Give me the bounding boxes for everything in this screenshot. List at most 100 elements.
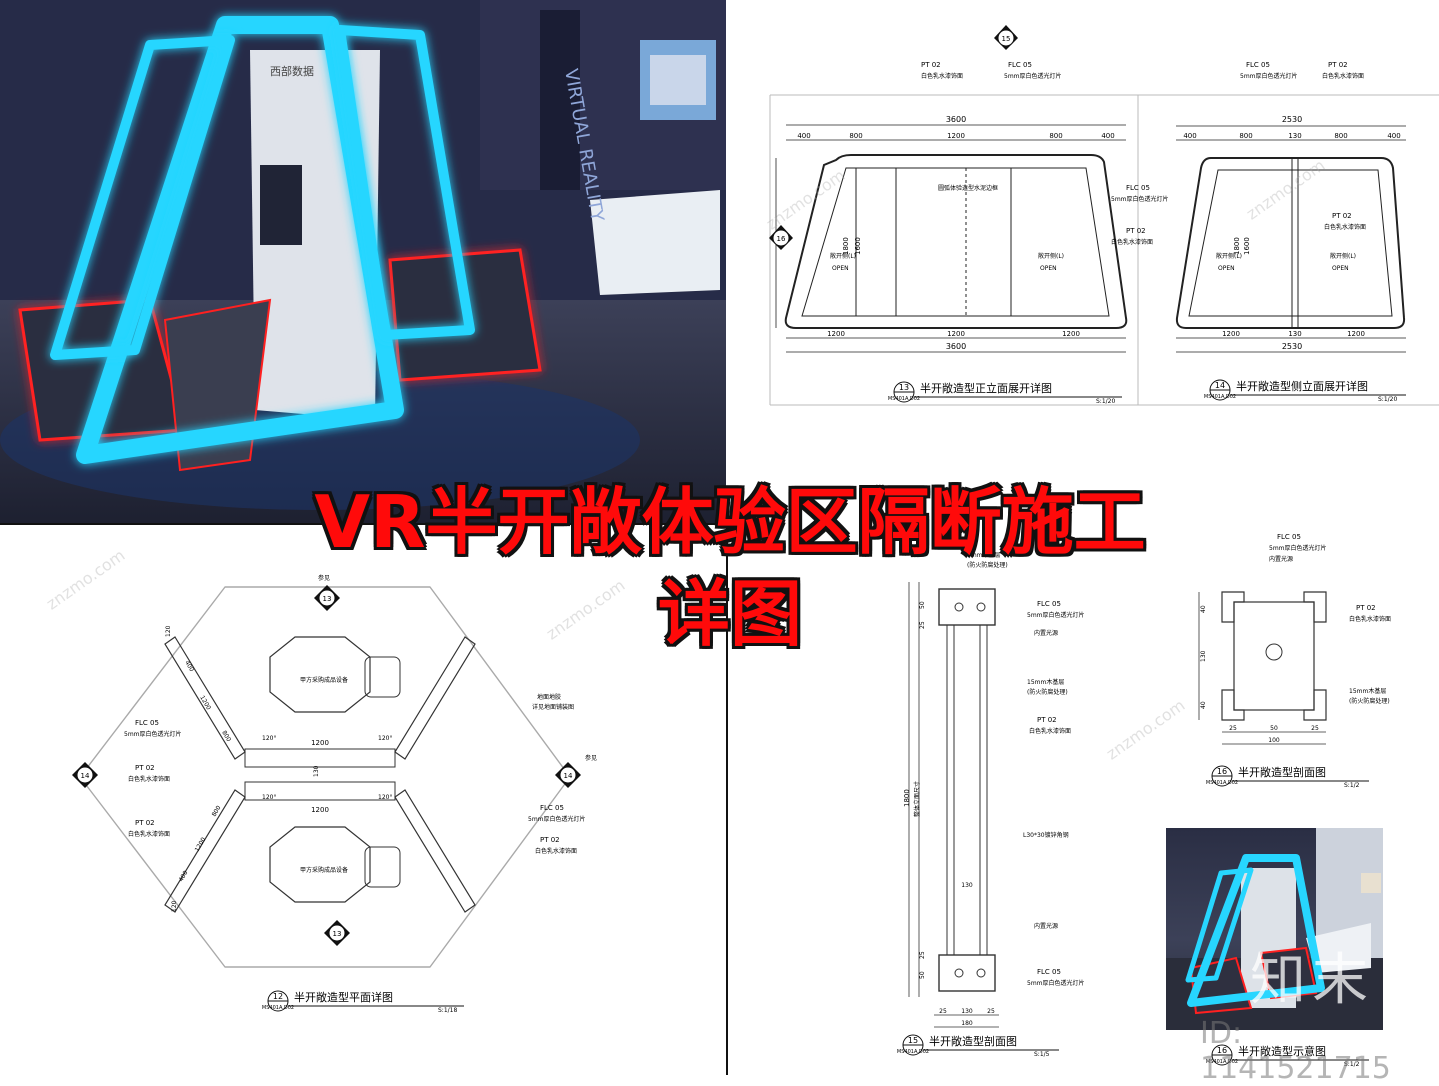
long-width-2: 130: [961, 1008, 973, 1015]
render-main-image: VIRTUAL REALITY 西部数据: [0, 0, 726, 525]
long-title-block: 15 MS401A.D02 半开敞造型剖面图 S:1/5: [897, 1034, 1059, 1058]
side-height: 1800: [1233, 237, 1241, 255]
plan-side-dim-8: 120: [171, 900, 178, 912]
plan-title: 半开敞造型平面详图: [294, 990, 393, 1004]
front-dim-5: 400: [1101, 132, 1114, 140]
watermark-id: ID: 1141521715: [1200, 1016, 1391, 1086]
plan-note-white: 白色乳水漆饰面: [128, 775, 170, 783]
front-center-text: 圆弧体验造型水泥边框: [938, 184, 998, 192]
sheet-elevations: 3600 400 800 1200 800 400 1200 1200 1200…: [726, 0, 1439, 525]
cross-tag-pt: PT 02: [1356, 604, 1376, 612]
long-tag-flc: FLC 05: [1037, 600, 1061, 608]
side-note-white-r: 白色乳水漆饰面: [1324, 223, 1366, 231]
plan-tag-right-num: 14: [564, 772, 573, 780]
cross-note-light: 5mm厚白色透光灯片: [1269, 544, 1327, 552]
front-open-right-word: OPEN: [1040, 265, 1057, 272]
long-dim-bottom-1: 50: [919, 971, 926, 979]
front-dim-4: 800: [1049, 132, 1062, 140]
side-note-light: 5mm厚白色透光灯片: [1240, 72, 1298, 80]
plan-tag-flc: FLC 05: [135, 719, 159, 727]
long-dim-bottom-2: 25: [919, 951, 926, 959]
plan-equipment-label-bottom: 甲方采购成品设备: [300, 866, 348, 874]
front-bdim-2: 1200: [947, 330, 965, 338]
plan-tag-flc-r: FLC 05: [540, 804, 564, 812]
cross-title: 半开敞造型剖面图: [1238, 765, 1326, 779]
long-tag-flc-b: FLC 05: [1037, 968, 1061, 976]
elevation-drawings: 3600 400 800 1200 800 400 1200 1200 1200…: [769, 25, 1439, 406]
plan-tag-top-num: 13: [323, 595, 332, 603]
cross-section: [1198, 591, 1327, 745]
long-note-7: 白色乳水漆饰面: [1029, 727, 1071, 735]
reception-desk: [590, 190, 720, 295]
long-dim-top-2: 25: [919, 621, 926, 629]
long-height-note: 整体立面尺寸: [913, 781, 921, 817]
side-inner-height: 1600: [1243, 237, 1251, 255]
plan-dim-bottom: 1200: [311, 806, 329, 814]
side-dim-4: 800: [1334, 132, 1347, 140]
schematic-title: 半开敞造型示意图: [1238, 1044, 1326, 1058]
thumbnail-scene: [1166, 828, 1383, 1030]
plan-tag-pt2: PT 02: [135, 819, 155, 827]
plan-note-light: 5mm厚白色透光灯片: [124, 730, 182, 738]
front-note-white: 白色乳水漆饰面: [921, 72, 963, 80]
neon-frame-front: [76, 16, 404, 464]
side-title-num: 14: [1215, 381, 1225, 390]
plan-equipment-label-top: 甲方采购成品设备: [300, 676, 348, 684]
plan-equipment-top: [269, 636, 401, 713]
cross-dim-3: 40: [1200, 701, 1207, 709]
side-open-left: 敞开侧(L): [1216, 252, 1242, 260]
long-note-9: 内置光源: [1034, 922, 1058, 930]
long-width-1: 25: [939, 1008, 947, 1015]
vertical-divider: [726, 525, 728, 1075]
front-tag-pt-r: PT 02: [1126, 227, 1146, 235]
long-scale: S:1/5: [1034, 1051, 1050, 1058]
front-open-right: 敞开侧(L): [1038, 252, 1064, 260]
panel-sign: 西部数据: [270, 64, 314, 78]
long-note-2: (防火防腐处理): [967, 561, 1008, 569]
front-side-section-tag: 16: [769, 225, 793, 250]
front-note-light-r: 5mm厚白色透光灯片: [1111, 195, 1169, 203]
plan-angle-2: 120°: [378, 735, 392, 742]
panel-monitor: [260, 165, 302, 245]
side-dim-1: 400: [1183, 132, 1196, 140]
plan-title-num: 12: [273, 992, 283, 1001]
plan-side-dim-4: 800: [220, 730, 232, 744]
side-overall-top: 2530: [1282, 115, 1302, 124]
plan-note-floor2: 详见地面铺装图: [532, 703, 574, 711]
cross-overall: 100: [1268, 737, 1280, 744]
front-dim-1: 400: [797, 132, 810, 140]
cross-note-source: 内置光源: [1269, 555, 1293, 563]
side-bdim-3: 1200: [1347, 330, 1365, 338]
side-bdim-1: 1200: [1222, 330, 1240, 338]
plan-dim-top: 1200: [311, 739, 329, 747]
front-top-tag-num: 15: [1002, 35, 1011, 43]
long-dim-top-1: 50: [919, 601, 926, 609]
section-drawings: 1800 整体立面尺寸 50 25 50 25 25 130 25 180 13…: [897, 533, 1391, 1068]
plan-note-light-r: 5mm厚白色透光灯片: [528, 815, 586, 823]
long-section: [908, 582, 999, 1028]
side-title-block: 14 MS401A.D02 半开敞造型侧立面展开详图 S:1/20: [1204, 379, 1406, 403]
side-tag-pt: PT 02: [1328, 61, 1348, 69]
front-bdim-1: 1200: [827, 330, 845, 338]
plan-side-dim-7: 400: [178, 869, 190, 883]
front-side-tag-num: 16: [777, 235, 786, 243]
schematic-thumbnail: [1166, 828, 1383, 1030]
plan-dim-thickness: 130: [313, 765, 320, 777]
front-open-left: 敞开侧(L): [830, 252, 856, 260]
headline: VR半开敞体验区隔断施工 详图: [200, 476, 1260, 660]
plan-tag-left-num: 14: [81, 772, 90, 780]
cross-bdim-2: 50: [1270, 725, 1278, 732]
cross-scale: S:1/2: [1344, 782, 1360, 789]
long-note-5: 15mm木基层: [1027, 678, 1064, 686]
plan-tag-bottom-num: 13: [333, 930, 342, 938]
side-dim-2: 800: [1239, 132, 1252, 140]
side-overall-bottom: 2530: [1282, 342, 1302, 351]
headline-line-1: VR半开敞体验区隔断施工: [314, 480, 1146, 564]
front-title-block: 13 MS401A.D02 半开敞造型正立面展开详图 S:1/20: [888, 381, 1122, 405]
cross-note-base2: (防火防腐处理): [1349, 697, 1390, 705]
cross-title-num: 16: [1217, 767, 1227, 776]
front-bdim-3: 1200: [1062, 330, 1080, 338]
plan-side-dim-2: 400: [183, 660, 195, 674]
side-open-right: 敞开侧(L): [1330, 252, 1356, 260]
plan-note-white2: 白色乳水漆饰面: [128, 830, 170, 838]
